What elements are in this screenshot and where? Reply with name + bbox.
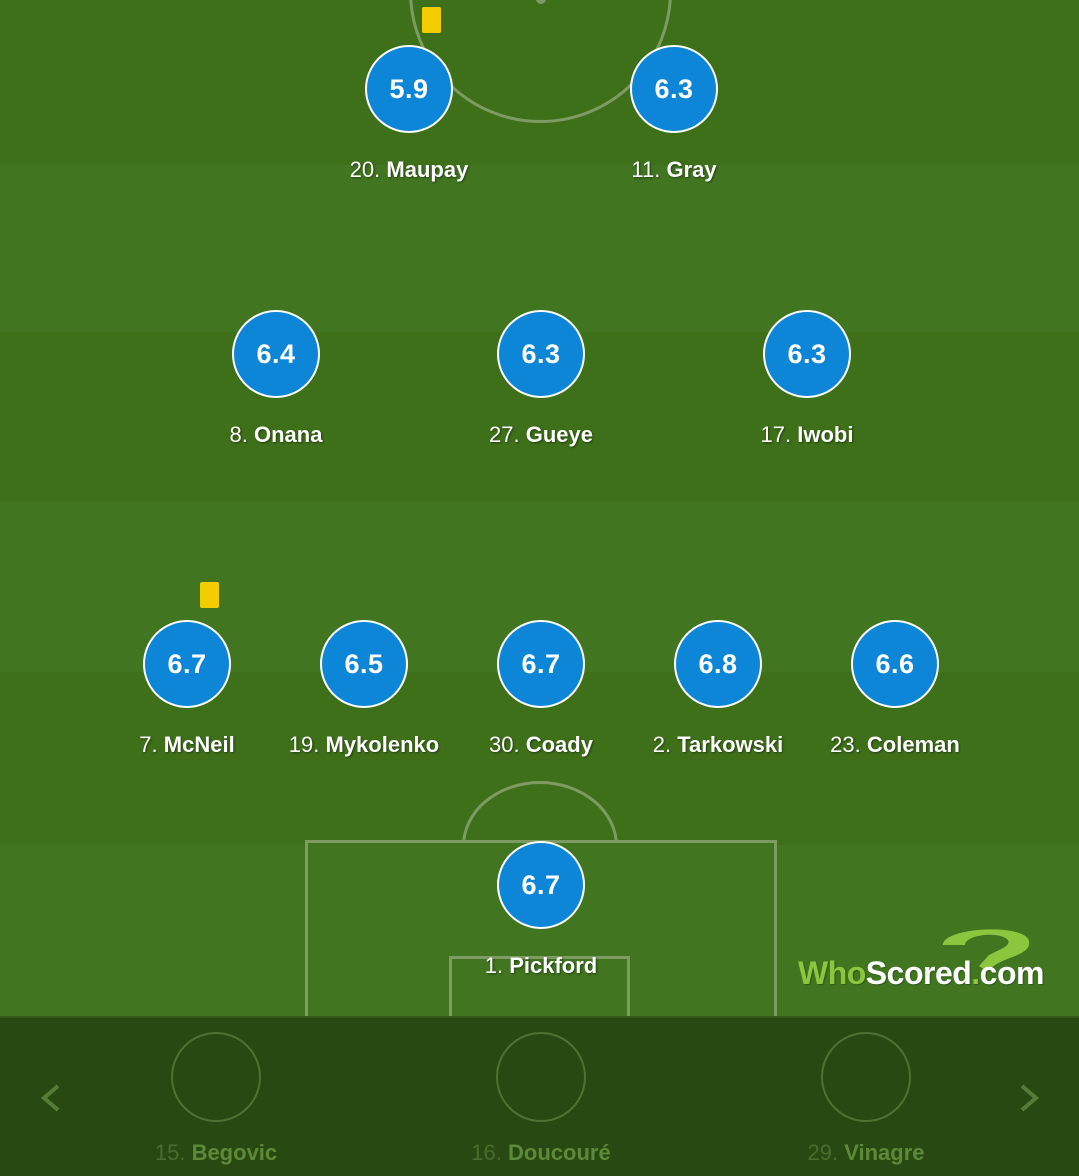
player-rating: 6.7 — [497, 841, 585, 929]
player-surname: Maupay — [386, 157, 469, 182]
player-number: 7. — [139, 732, 158, 757]
player-gray[interactable]: 6.3 11. Gray — [554, 45, 794, 183]
player-rating: 6.3 — [497, 310, 585, 398]
player-rating: 6.7 — [143, 620, 231, 708]
logo-scored: Scored — [865, 955, 972, 991]
player-maupay[interactable]: 5.9 20. Maupay — [289, 45, 529, 183]
player-surname: McNeil — [163, 732, 235, 757]
six-yard-box — [449, 956, 630, 1016]
player-mcneil[interactable]: 6.7 7. McNeil — [67, 620, 307, 758]
player-rating: 6.4 — [232, 310, 320, 398]
player-name: 23. Coleman — [775, 732, 1015, 758]
player-surname: Mykolenko — [325, 732, 440, 757]
logo-wordmark: WhoScored.com — [798, 955, 1044, 992]
player-onana[interactable]: 6.4 8. Onana — [156, 310, 396, 448]
substitute-rating-placeholder — [171, 1032, 261, 1122]
question-mark-logo-icon — [943, 929, 1030, 971]
player-name: 8. Onana — [156, 422, 396, 448]
player-rating: 6.3 — [763, 310, 851, 398]
player-name: 17. Iwobi — [687, 422, 927, 448]
player-name: 30. Coady — [421, 732, 661, 758]
substitute-name: 15. Begovic — [96, 1140, 336, 1166]
player-rating: 6.7 — [497, 620, 585, 708]
substitute-surname: Vinagre — [844, 1140, 925, 1165]
chevron-right-icon[interactable] — [1008, 1078, 1048, 1118]
logo-com: com — [979, 955, 1045, 991]
substitute-doucoure[interactable]: 16. Doucouré — [421, 1032, 661, 1166]
substitute-number: 15. — [154, 1140, 186, 1165]
substitute-number: 29. — [807, 1140, 839, 1165]
player-number: 17. — [760, 422, 792, 447]
player-name: 19. Mykolenko — [244, 732, 484, 758]
substitute-surname: Doucouré — [508, 1140, 611, 1165]
player-surname: Gueye — [525, 422, 593, 447]
substitute-name: 16. Doucouré — [421, 1140, 661, 1166]
player-coleman[interactable]: 6.6 23. Coleman — [775, 620, 1015, 758]
player-name: 1. Pickford — [421, 953, 661, 979]
player-surname: Onana — [254, 422, 323, 447]
chevron-left-icon[interactable] — [32, 1078, 72, 1118]
substitute-vinagre[interactable]: 29. Vinagre — [746, 1032, 986, 1166]
yellow-card-icon — [200, 582, 219, 608]
player-surname: Gray — [666, 157, 717, 182]
player-gueye[interactable]: 6.3 27. Gueye — [421, 310, 661, 448]
player-tarkowski[interactable]: 6.8 2. Tarkowski — [598, 620, 838, 758]
substitute-name: 29. Vinagre — [746, 1140, 986, 1166]
logo-dot: . — [971, 955, 980, 991]
player-rating: 5.9 — [365, 45, 453, 133]
substitute-surname: Begovic — [191, 1140, 278, 1165]
player-number: 27. — [489, 422, 520, 447]
player-number: 8. — [229, 422, 248, 447]
player-surname: Coleman — [866, 732, 960, 757]
player-name: 20. Maupay — [289, 157, 529, 183]
center-spot — [536, 0, 546, 4]
player-number: 2. — [652, 732, 672, 757]
player-iwobi[interactable]: 6.3 17. Iwobi — [687, 310, 927, 448]
player-surname: Pickford — [509, 953, 598, 978]
player-surname: Tarkowski — [677, 732, 784, 757]
player-mykolenko[interactable]: 6.5 19. Mykolenko — [244, 620, 484, 758]
substitute-rating-placeholder — [496, 1032, 586, 1122]
player-number: 30. — [489, 732, 520, 757]
player-name: 27. Gueye — [421, 422, 661, 448]
substitute-rating-placeholder — [821, 1032, 911, 1122]
player-number: 11. — [631, 157, 661, 182]
logo-who: Who — [798, 955, 866, 991]
player-coady[interactable]: 6.7 30. Coady — [421, 620, 661, 758]
player-number: 1. — [484, 953, 504, 978]
substitutes-bench: 15. Begovic 16. Doucouré 29. Vinagre — [0, 1016, 1079, 1176]
yellow-card-icon — [422, 7, 441, 33]
player-rating: 6.5 — [320, 620, 408, 708]
player-surname: Iwobi — [797, 422, 854, 447]
substitute-begovic[interactable]: 15. Begovic — [96, 1032, 336, 1166]
player-name: 11. Gray — [554, 157, 794, 183]
player-number: 19. — [288, 732, 320, 757]
whoscored-logo: WhoScored.com — [798, 925, 1058, 995]
player-rating: 6.3 — [630, 45, 718, 133]
substitute-number: 16. — [471, 1140, 502, 1165]
player-name: 2. Tarkowski — [598, 732, 838, 758]
player-number: 23. — [830, 732, 861, 757]
player-pickford[interactable]: 6.7 1. Pickford — [421, 841, 661, 979]
player-name: 7. McNeil — [67, 732, 307, 758]
pitch: 5.9 20. Maupay 6.3 11. Gray 6.4 8. Onana… — [0, 0, 1079, 1016]
player-surname: Coady — [525, 732, 593, 757]
player-rating: 6.8 — [674, 620, 762, 708]
player-number: 20. — [349, 157, 381, 182]
player-rating: 6.6 — [851, 620, 939, 708]
